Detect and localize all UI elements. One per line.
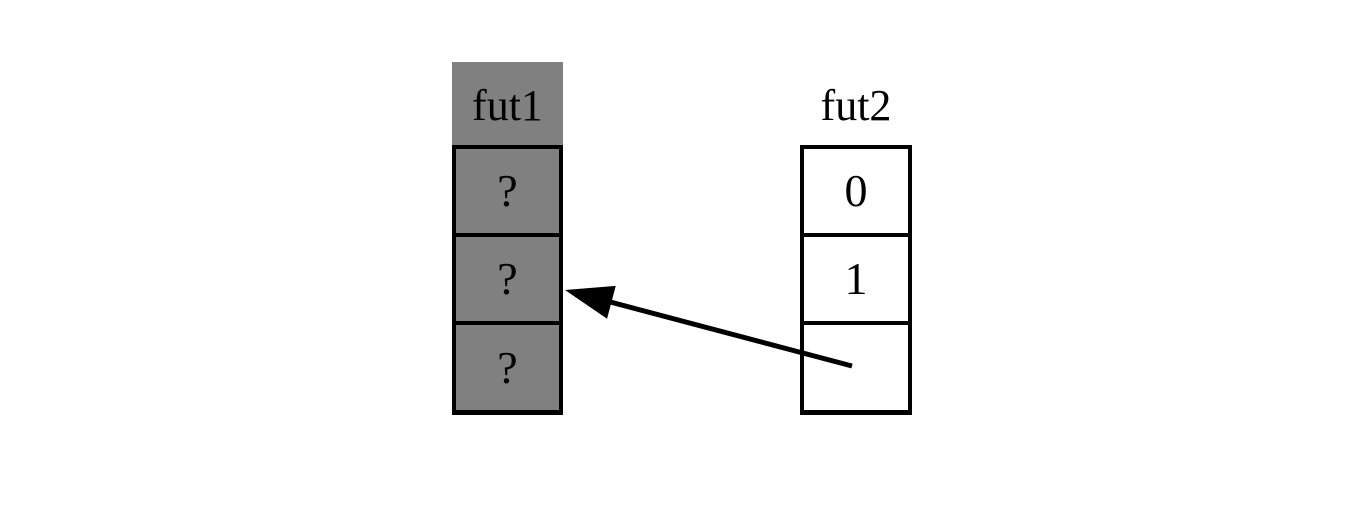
cell-stack-fut1: ? ? ?	[452, 145, 563, 415]
cell-stack-fut2: 0 1	[800, 145, 912, 415]
column-header-fut2: fut2	[800, 62, 912, 145]
cell-value-fut2-1: 1	[844, 253, 868, 304]
cell-value-fut1-2: ?	[497, 341, 518, 393]
cell-fut1-2: ?	[456, 325, 559, 410]
cell-fut1-1: ?	[456, 237, 559, 325]
cell-value-fut1-1: ?	[497, 253, 518, 304]
cell-value-fut1-0: ?	[497, 165, 518, 216]
cell-value-fut2-0: 0	[844, 165, 868, 216]
reference-arrow-head	[565, 285, 616, 319]
cell-fut2-2	[804, 325, 908, 410]
column-fut1: fut1 ? ? ?	[452, 62, 563, 415]
column-label-fut1: fut1	[472, 80, 543, 130]
column-label-fut2: fut2	[820, 80, 892, 130]
cell-fut1-0: ?	[456, 149, 559, 237]
column-fut2: fut2 0 1	[800, 62, 912, 415]
cell-fut2-1: 1	[804, 237, 908, 325]
column-header-fut1: fut1	[452, 62, 563, 145]
cell-fut2-0: 0	[804, 149, 908, 237]
